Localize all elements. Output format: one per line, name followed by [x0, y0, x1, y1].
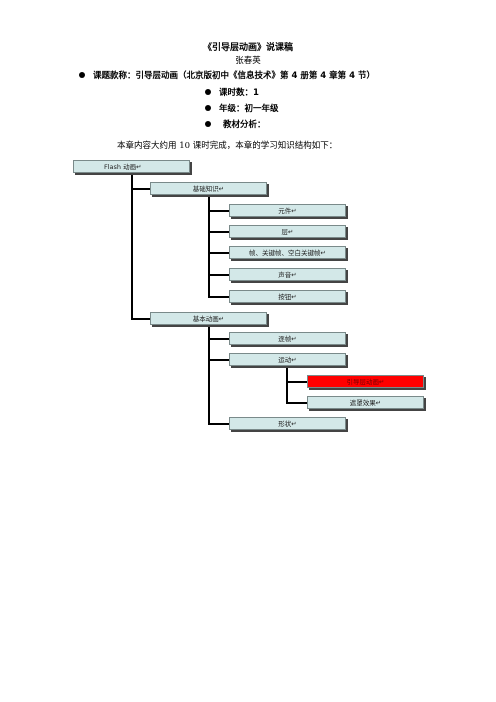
node-button: 按钮↵ [229, 290, 346, 303]
connector-line [208, 231, 230, 233]
connector-line [286, 381, 308, 383]
connector-line [208, 338, 230, 340]
bullet-analysis-text: 教材分析： [223, 120, 266, 130]
bullet-dot-icon [205, 120, 211, 127]
node-motion: 运动↵ [229, 353, 346, 366]
node-frames: 帧、关键帧、空白关键帧↵ [229, 246, 346, 259]
node-frame-by-frame: 逐帧↵ [229, 332, 346, 345]
connector-line [286, 402, 308, 404]
connector-line [208, 423, 230, 425]
connector-line [208, 359, 230, 361]
node-sound: 声音↵ [229, 268, 346, 281]
bullet-analysis: 教材分析： [205, 118, 266, 130]
connector-line [208, 210, 230, 212]
bullet-hours-text: 课时数：1 [219, 88, 259, 98]
connector-line [208, 326, 210, 425]
node-flash-animation: Flash 动画↵ [73, 160, 190, 173]
author-name: 张春英 [235, 56, 261, 66]
node-basic-knowledge: 基础知识↵ [150, 182, 267, 195]
node-basic-animation: 基本动画↵ [150, 312, 267, 325]
bullet-topic: 课题款称：引导层动画（北京版初中《信息技术》第 4 册第 4 章第 4 节） [79, 69, 375, 81]
connector-line [131, 318, 151, 320]
node-shape: 形状↵ [229, 417, 346, 430]
bullet-dot-icon [205, 88, 211, 95]
connector-line [131, 173, 133, 319]
connector-line [286, 367, 288, 404]
bullet-hours: 课时数：1 [205, 86, 259, 98]
node-guide-layer-animation: 引导层动画↵ [307, 375, 424, 388]
node-symbol: 元件↵ [229, 204, 346, 217]
bullet-dot-icon [205, 104, 211, 111]
connector-line [208, 196, 210, 298]
node-mask-effect: 遮罩效果↵ [307, 396, 424, 409]
connector-line [208, 252, 230, 254]
connector-line [131, 188, 151, 190]
connector-line [208, 296, 230, 298]
node-layer: 层↵ [229, 225, 346, 238]
bullet-topic-text: 课题款称：引导层动画（北京版初中《信息技术》第 4 册第 4 章第 4 节） [93, 71, 376, 81]
page-title: 《引导层动画》说课稿 [202, 43, 293, 53]
bullet-grade-text: 年级：初一年级 [219, 104, 279, 114]
connector-line [208, 274, 230, 276]
bullet-grade: 年级：初一年级 [205, 102, 279, 114]
bullet-dot-icon [79, 71, 85, 78]
intro-paragraph: 本章内容大约用 10 课时完成，本章的学习知识结构如下： [117, 141, 338, 151]
